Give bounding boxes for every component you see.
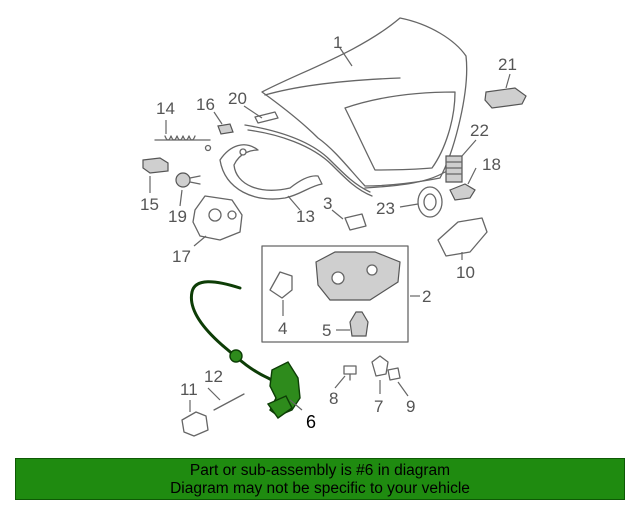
banner-line-2: Diagram may not be specific to your vehi… [170, 480, 470, 497]
bracket-17-part [192, 195, 243, 241]
callout-10: 10 [456, 263, 475, 282]
spring-22-part [445, 155, 463, 183]
callout-6: 6 [306, 412, 316, 432]
leader-lines [149, 47, 511, 412]
callout-2: 2 [422, 287, 431, 306]
hinge-part [219, 144, 323, 200]
bumper-18-part [449, 183, 476, 201]
callout-1: 1 [333, 33, 342, 52]
bolt-8-part [343, 365, 357, 381]
clip-3-part [344, 213, 367, 231]
release-cable-part [189, 280, 301, 419]
handle-11-part [181, 411, 209, 437]
callout-7: 7 [374, 397, 383, 416]
callout-18: 18 [482, 155, 501, 174]
callout-4: 4 [278, 319, 287, 338]
torsion-spring-part [154, 135, 212, 152]
latch-2-part [315, 251, 401, 301]
weatherstrip-part [244, 111, 373, 197]
trunk-lid-part [261, 17, 468, 189]
banner-line-1: Part or sub-assembly is #6 in diagram [189, 462, 451, 479]
callout-13: 13 [296, 207, 315, 226]
callout-16: 16 [196, 95, 215, 114]
nut-7-part [371, 355, 389, 377]
callout-22: 22 [470, 121, 489, 140]
callout-14: 14 [156, 99, 175, 118]
callout-21: 21 [498, 55, 517, 74]
callout-11: 11 [180, 380, 198, 399]
clip-16-part [217, 123, 234, 135]
bumper-19-part [175, 172, 201, 188]
info-banner: Part or sub-assembly is #6 in diagram Di… [15, 458, 625, 500]
callout-3: 3 [323, 194, 332, 213]
callout-15: 15 [140, 195, 159, 214]
callout-12: 12 [204, 367, 223, 386]
callout-5: 5 [322, 321, 331, 340]
parts-diagram: 1 2 3 4 5 6 7 8 9 10 11 12 13 14 15 16 1… [140, 17, 527, 437]
clip-9-part [387, 367, 401, 381]
callout-17: 17 [172, 247, 191, 266]
actuator-5-part [349, 311, 369, 337]
switch-21-part [484, 87, 527, 109]
striker-10-part [437, 217, 488, 257]
grommet-23-part [417, 186, 443, 218]
rod-12-part [213, 393, 245, 411]
callout-23: 23 [376, 199, 395, 218]
bumper-15-part [142, 157, 169, 174]
callout-9: 9 [406, 397, 415, 416]
callout-19: 19 [168, 207, 187, 226]
callout-20: 20 [228, 89, 247, 108]
callout-8: 8 [329, 389, 338, 408]
latch-assembly-box [261, 245, 409, 343]
cover-4-part [269, 271, 293, 299]
